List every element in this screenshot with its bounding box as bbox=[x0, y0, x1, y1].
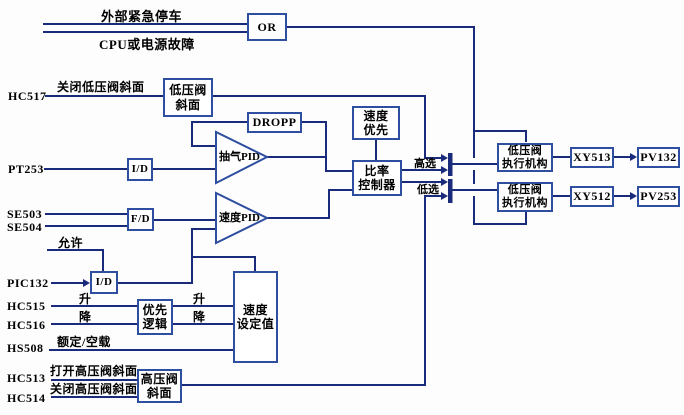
arrow-xy513-pv132 bbox=[630, 153, 637, 161]
tag-pic132: PIC132 bbox=[7, 276, 49, 290]
tag-hc517: HC517 bbox=[8, 89, 47, 103]
label-close-hp-ramp: 关闭高压阀斜面 bbox=[50, 382, 138, 396]
fd-converter-label: F/D bbox=[130, 212, 151, 225]
tag-hc513: HC513 bbox=[7, 371, 46, 385]
tag-hc516: HC516 bbox=[7, 318, 46, 332]
label-low-select: 低选 bbox=[417, 184, 439, 196]
arrow-xy512-pv253 bbox=[630, 192, 637, 200]
id-converter-1-label: I/D bbox=[131, 162, 149, 175]
wire-or-trunk-bottom bbox=[473, 196, 527, 225]
wire-setpoint-top bbox=[192, 256, 256, 271]
lp-valve-actuator-2-label-1: 低压阀 bbox=[507, 184, 543, 197]
wire-speed-pid-out bbox=[267, 189, 352, 219]
xy512-block: XY512 bbox=[570, 186, 614, 207]
arrow-ratio-bar2 bbox=[441, 178, 448, 186]
lp-valve-actuator-1-label-1: 低压阀 bbox=[507, 144, 543, 157]
wire-dropp-feedback-left bbox=[191, 121, 247, 147]
label-high-select: 高选 bbox=[414, 158, 436, 170]
label-down-output: 降 bbox=[193, 310, 206, 324]
extraction-pid-triangle bbox=[215, 130, 270, 185]
low-select-bar bbox=[448, 179, 453, 203]
priority-logic-block: 优先 逻辑 bbox=[137, 299, 173, 335]
label-permit: 允许 bbox=[58, 236, 84, 250]
arrow-low-select bbox=[441, 192, 448, 200]
ratio-controller-label-2: 控制器 bbox=[358, 178, 396, 192]
lp-valve-ramp-label-1: 低压阀 bbox=[169, 83, 207, 98]
id-converter-2-label: I/D bbox=[95, 275, 113, 288]
priority-logic-label-1: 优先 bbox=[142, 302, 168, 317]
lp-valve-ramp-block: 低压阀 斜面 bbox=[163, 78, 213, 117]
ratio-controller-block: 比率 控制器 bbox=[352, 160, 402, 196]
tag-hc515: HC515 bbox=[7, 299, 46, 313]
priority-logic-label-2: 逻辑 bbox=[142, 317, 168, 331]
label-cpu-fault: CPU或电源故障 bbox=[99, 37, 195, 52]
lp-valve-actuator-1-label-2: 执行机构 bbox=[502, 157, 548, 170]
wire-hp-ramp-to-bar2 bbox=[182, 195, 443, 386]
dropp-label: DROPP bbox=[252, 115, 297, 130]
speed-pid-triangle bbox=[215, 191, 270, 245]
tag-se504: SE504 bbox=[7, 220, 43, 234]
high-select-bar bbox=[448, 153, 453, 176]
arrow-ramp-bar1 bbox=[441, 154, 448, 162]
speed-priority-label-2: 优先 bbox=[363, 123, 389, 137]
fd-converter-block: F/D bbox=[127, 208, 154, 231]
tag-pt253: PT253 bbox=[8, 162, 44, 176]
lp-valve-actuator-2-label-2: 执行机构 bbox=[502, 197, 548, 209]
label-down-input: 降 bbox=[79, 310, 92, 324]
or-gate-block: OR bbox=[247, 13, 287, 41]
wire-permit bbox=[47, 249, 104, 271]
pv132-block: PV132 bbox=[637, 147, 680, 168]
lp-valve-ramp-label-2: 斜面 bbox=[175, 97, 201, 112]
xy512-label: XY512 bbox=[573, 189, 611, 204]
label-rated-noload: 额定/空载 bbox=[57, 335, 111, 349]
label-up-input: 升 bbox=[79, 292, 92, 306]
lp-valve-actuator-2-block: 低压阀 执行机构 bbox=[497, 182, 553, 212]
tag-se503: SE503 bbox=[7, 207, 43, 221]
tag-hs508: HS508 bbox=[7, 341, 44, 355]
pv253-label: PV253 bbox=[640, 189, 677, 204]
speed-priority-label-1: 速度 bbox=[363, 108, 389, 123]
dropp-block: DROPP bbox=[247, 112, 302, 133]
hp-valve-ramp-block: 高压阀 斜面 bbox=[137, 369, 182, 403]
lp-valve-actuator-1-block: 低压阀 执行机构 bbox=[497, 143, 553, 172]
hp-valve-ramp-label-1: 高压阀 bbox=[140, 371, 179, 386]
wire-or-branch-actuator1 bbox=[474, 130, 527, 142]
id-converter-1-block: I/D bbox=[127, 158, 153, 181]
id-converter-2-block: I/D bbox=[90, 271, 118, 294]
xy513-label: XY513 bbox=[573, 150, 611, 165]
speed-setpoint-block: 速度 设定值 bbox=[233, 271, 278, 363]
pv132-label: PV132 bbox=[640, 150, 677, 165]
speed-priority-block: 速度 优先 bbox=[352, 106, 400, 140]
xy513-block: XY513 bbox=[570, 147, 614, 168]
ratio-controller-label-1: 比率 bbox=[364, 163, 390, 178]
hp-valve-ramp-label-2: 斜面 bbox=[146, 386, 172, 400]
extraction-pid-label: 抽气PID bbox=[219, 151, 260, 163]
arrow-pic132-id bbox=[83, 279, 90, 287]
wire-lp-ramp-to-bar1 bbox=[213, 95, 443, 159]
wire-or-trunk bbox=[287, 26, 475, 158]
label-close-lp-ramp: 关闭低压阀斜面 bbox=[57, 80, 145, 94]
wire-dropp-right-to-ratio bbox=[302, 121, 352, 172]
speed-pid-label: 速度PID bbox=[219, 212, 260, 224]
or-gate-label: OR bbox=[257, 19, 277, 34]
label-external-stop: 外部紧急停车 bbox=[101, 9, 183, 24]
arrow-high-select bbox=[441, 166, 448, 174]
speed-setpoint-label-2: 设定值 bbox=[236, 317, 275, 331]
label-up-output: 升 bbox=[193, 292, 206, 306]
pv253-block: PV253 bbox=[637, 186, 680, 207]
speed-setpoint-label-1: 速度 bbox=[242, 302, 268, 317]
label-open-hp-ramp: 打开高压阀斜面 bbox=[50, 364, 138, 378]
tag-hc514: HC514 bbox=[7, 391, 46, 405]
